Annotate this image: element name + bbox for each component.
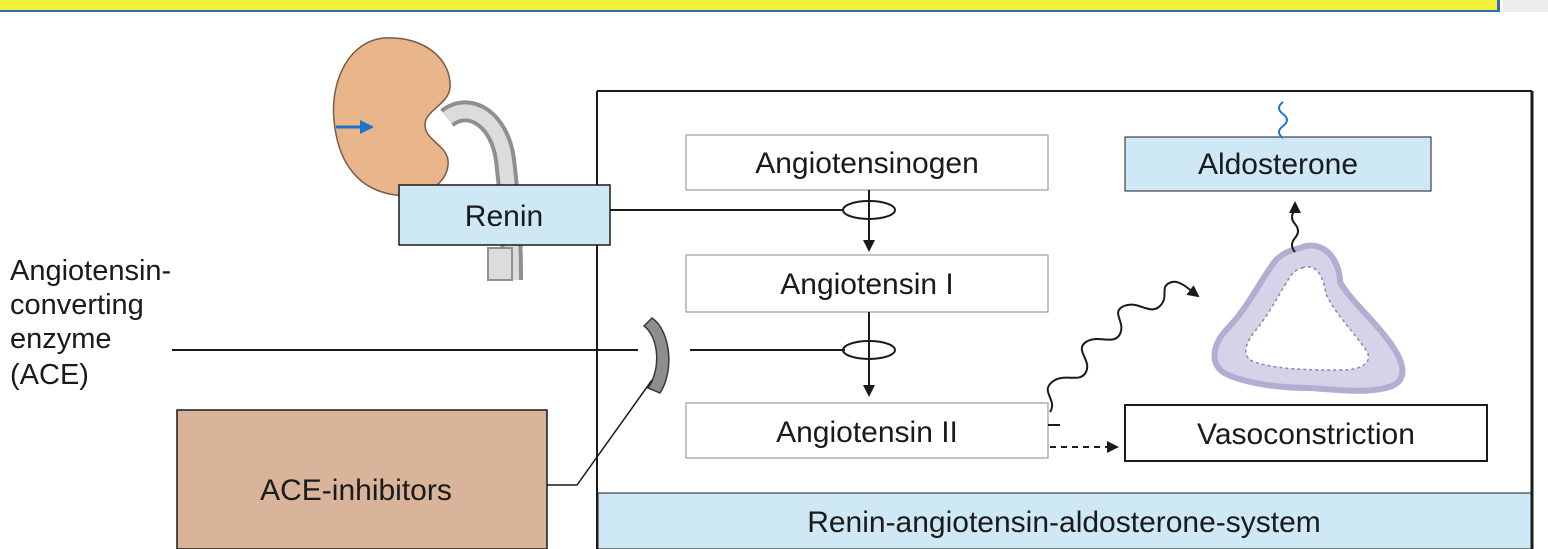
ace-label: Angiotensin- converting enzyme (ACE) <box>10 255 171 391</box>
adrenal-medulla <box>1245 266 1370 371</box>
top-corner <box>1503 0 1548 12</box>
angiotensin-2-label: Angiotensin II <box>776 416 958 449</box>
angiotensin-2-to-adrenal-arrow <box>1046 280 1200 413</box>
ace-inhibitors-label: ACE-inhibitors <box>260 474 452 507</box>
aldosterone-release-wave <box>1278 101 1288 139</box>
ace-label-line-1: Angiotensin- <box>10 255 171 287</box>
system-label-bar: Renin-angiotensin-aldosterone-system <box>597 492 1532 549</box>
top-banner <box>0 0 1500 12</box>
adrenal-to-aldosterone-arrow <box>1289 201 1301 253</box>
aldosterone-box: Aldosterone <box>1124 136 1432 192</box>
vasoconstriction-label: Vasoconstriction <box>1197 418 1415 451</box>
angiotensinogen-label: Angiotensinogen <box>755 147 979 180</box>
ace-label-line-4: (ACE) <box>10 359 89 391</box>
system-frame <box>596 90 1534 549</box>
angiotensin-2-box: Angiotensin II <box>685 402 1049 459</box>
angiotensin-1-box: Angiotensin I <box>685 254 1049 313</box>
ace-cleavage-arrow <box>842 312 896 397</box>
renin-cleavage-arrow <box>842 190 896 252</box>
angiotensinogen-box: Angiotensinogen <box>685 134 1049 191</box>
inhibitor-connector <box>547 379 653 486</box>
renin-label: Renin <box>465 200 543 233</box>
ace-inhibitors-box: ACE-inhibitors <box>176 409 548 549</box>
renin-box: Renin <box>398 184 611 246</box>
ace-enzyme-icon <box>642 317 670 394</box>
angiotensin-1-label: Angiotensin I <box>780 268 953 301</box>
system-label: Renin-angiotensin-aldosterone-system <box>807 506 1321 539</box>
ace-label-line-2: converting <box>10 289 144 321</box>
ace-label-line-3: enzyme <box>10 323 112 355</box>
aldosterone-label: Aldosterone <box>1198 148 1358 181</box>
vasoconstriction-box: Vasoconstriction <box>1124 404 1488 462</box>
